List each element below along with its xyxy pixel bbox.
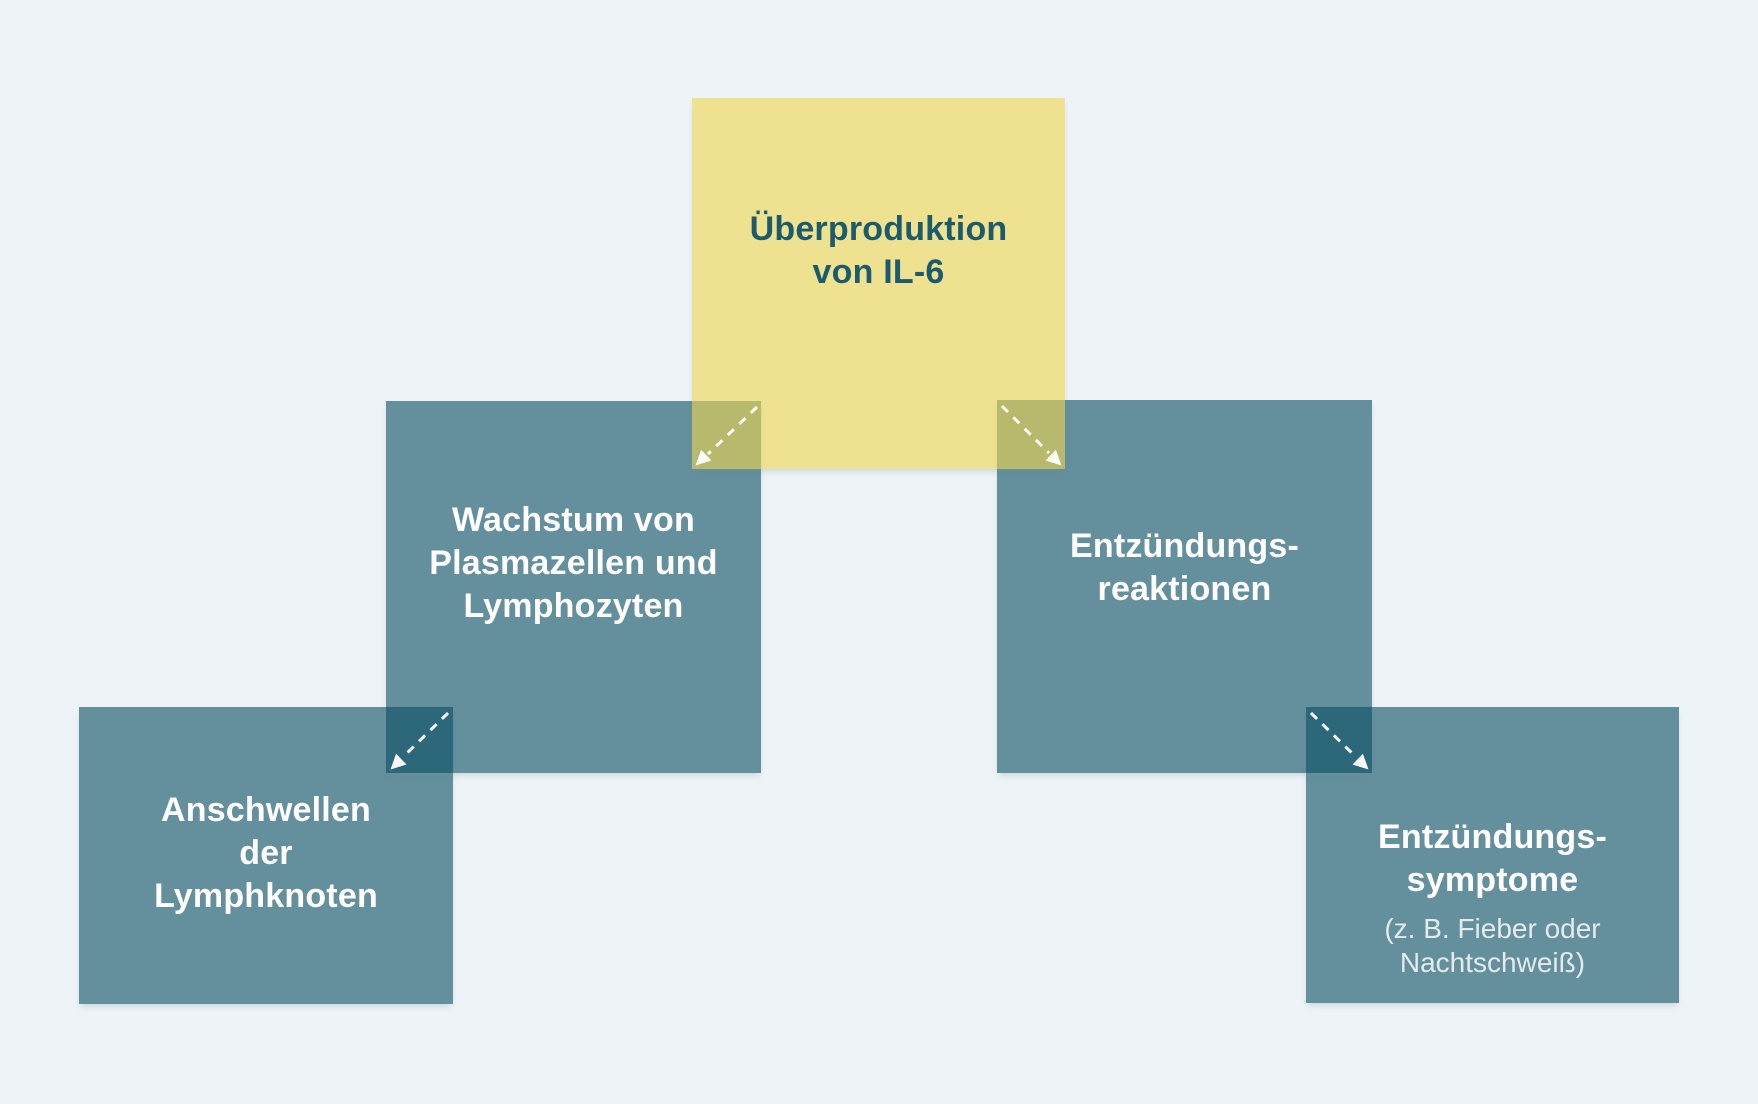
node-sublabel: (z. B. Fieber oder Nachtschweiß) <box>1384 913 1601 978</box>
node-label: Entzündungs- symptome <box>1377 818 1607 899</box>
node-label: Überproduktion von IL-6 <box>749 209 1008 291</box>
node-label: Anschwellen der Lymphknoten <box>154 791 378 915</box>
node-il6-overproduction: Überproduktion von IL-6 <box>692 98 1065 469</box>
node-label: Wachstum von Plasmazellen und Lymphozyte… <box>429 500 718 625</box>
node-label: Entzündungs- reaktionen <box>1069 526 1299 608</box>
node-text-group: Entzündungs- symptome (z. B. Fieber oder… <box>1378 816 1607 980</box>
